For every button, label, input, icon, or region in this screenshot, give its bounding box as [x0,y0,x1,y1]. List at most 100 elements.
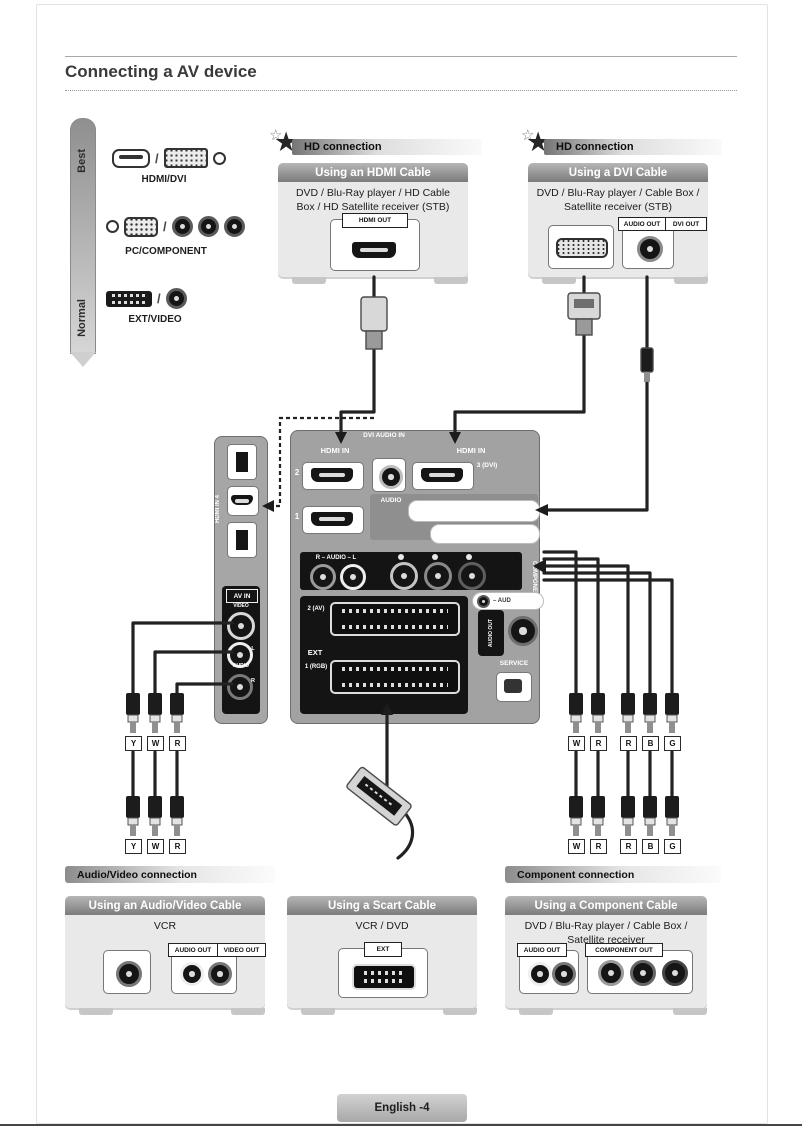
box-foot [301,1008,335,1015]
plug-label: Y [125,736,142,751]
screw-icon [106,220,119,233]
component-pr-jack [390,562,418,590]
slash-separator: / [155,150,159,166]
scart-cable-box-devices: VCR / DVD [355,920,409,932]
box-foot [673,1008,707,1015]
slash-separator: / [157,291,161,306]
ext-1-scart-port [330,660,460,694]
hdmi-in-2-slot [311,468,353,482]
hdmi-in-4-port-slot [231,495,253,505]
dvi-audio-in-jack [379,465,403,489]
av-cable-box-devices: VCR [153,920,177,932]
usb-port [227,522,257,558]
normal-label: Normal [76,299,88,337]
box-foot [443,1008,477,1015]
hdmi-port-2-number: 2 [294,468,300,477]
audio-out-r-jack [552,962,576,986]
av-in-label: AV IN [226,589,258,603]
page-frame [36,4,768,1124]
page-title: Connecting a AV device [65,62,257,81]
rca-jack-icon [223,216,245,237]
hdmi-out-port [352,242,396,258]
rca-jack-icon [197,216,219,237]
dvi-out-callout: DVI OUT [665,217,707,231]
plug-label: B [642,839,659,854]
right-channel-label: R [251,678,255,684]
component-pb-jack [424,562,452,590]
hdmi-out-callout: HDMI OUT [342,213,408,228]
plug-label: W [147,839,164,854]
service-label: SERVICE [499,660,529,667]
legend-label-ext-video: EXT/VIDEO [128,314,182,325]
legend-row-ext-video: / [106,288,187,309]
rca-jack-icon [477,594,490,608]
box-foot [674,277,708,284]
audio-out-box: AUDIO OUT [478,610,504,656]
ext-1-label: 1 (RGB) [304,664,328,670]
plug-label: W [568,839,585,854]
hdmi-cable-box-devices: DVD / Blu-Ray player / HD Cable Box / HD… [295,187,451,213]
hd-connection-banner: HD connection [544,139,722,155]
video-out-jack [208,962,232,986]
audio-in-r-jack [310,564,336,590]
audio-out-label: AUDIO OUT [488,618,494,648]
audio-out-l-jack [528,962,552,986]
plug-label: R [620,736,637,751]
plug-label: G [664,839,681,854]
dvi-audio-in-label: DVI AUDIO IN [363,432,405,439]
rca-jack-icon [171,216,193,237]
hdmi-in-label-right: HDMI IN [456,446,486,455]
service-port-slot [504,679,522,693]
video-label: VIDEO [233,603,249,609]
ext-2-scart-port [330,602,460,636]
plug-label: R [169,839,186,854]
vcr-jack [116,961,142,987]
box-foot [231,1008,265,1015]
title-separator [65,90,737,91]
video-out-callout: VIDEO OUT [217,943,266,957]
best-label: Best [76,149,88,173]
av-cable-box-title: Using an Audio/Video Cable [65,896,265,915]
hdmi-in-3-slot [421,468,463,482]
component-out-callout: COMPONENT OUT [585,943,663,957]
cable-channel [408,500,540,522]
box-foot [519,1008,553,1015]
component-pb-out-jack [630,960,656,986]
dvi-out-port [556,238,608,258]
audio-label: AUDIO [232,663,250,669]
component-cable-box-title: Using a Component Cable [505,896,707,915]
component-in-label: COMPONENT IN [531,560,537,608]
audio-out-callout-strip: – AUD [472,592,544,610]
box-foot [434,277,468,284]
left-channel-label: L [251,646,255,652]
plug-label: R [590,839,607,854]
box-foot [542,277,576,284]
audio-out-partial-label: – AUD [493,598,511,604]
audio-in-l-jack [340,564,366,590]
audio-out-jack [637,236,663,262]
audio-out-callout: AUDIO OUT [618,217,666,231]
scart-connector-icon [106,290,152,307]
component-pb-mark [432,554,438,560]
box-foot [79,1008,113,1015]
legend-label-hdmi-dvi: HDMI/DVI [141,174,187,185]
bottom-rule [0,1124,802,1126]
audio-out-jack [508,616,538,646]
hd-connection-banner: HD connection [292,139,482,155]
plug-label: R [169,736,186,751]
ext-2-label: 2 (AV) [307,606,325,612]
audio-out-jack [180,962,204,986]
hdmi-connector-icon [112,148,150,168]
component-y-out-jack [662,960,688,986]
slash-separator: / [163,219,167,234]
hdmi-in-1-slot [311,512,353,526]
component-connection-banner: Component connection [505,866,721,883]
legend-label-pc-component: PC/COMPONENT [125,246,207,257]
hdmi-in-4-label: HDMI IN 4 [215,495,221,524]
screw-icon [212,151,226,165]
component-pr-mark [398,554,404,560]
audio-rl-label: R – AUDIO – L [315,555,357,561]
plug-label: R [590,736,607,751]
plug-label: Y [125,839,142,854]
